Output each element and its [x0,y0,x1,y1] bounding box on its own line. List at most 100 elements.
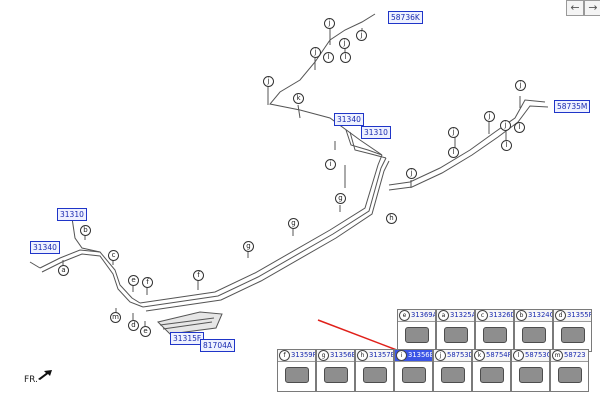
part-label-81704a[interactable]: 81704A [200,339,235,352]
pointer-arrow-line [317,319,403,353]
part-label-31310-left[interactable]: 31310 [57,208,87,221]
callout-j: j [406,168,417,179]
legend-part-number-link[interactable]: 31356B [408,351,432,359]
legend-letter-badge: b [516,310,527,321]
back-arrow-button[interactable]: ← [566,0,584,16]
callout-i: i [325,159,336,170]
legend-letter-badge: d [555,310,566,321]
callout-g: g [335,193,346,204]
callout-j: j [324,18,335,29]
callout-g: g [288,218,299,229]
callout-l: l [323,52,334,63]
legend-cell-header: l58753G [512,350,549,362]
part-label-31310-top[interactable]: 31310 [361,126,391,139]
legend-part-number-link[interactable]: 31369A [411,311,435,319]
legend-letter-badge: l [513,350,524,361]
legend-part-number-link[interactable]: 31359F [291,351,315,359]
callout-l: l [448,147,459,158]
callout-l: l [501,140,512,151]
callout-k: k [293,93,304,104]
part-thumbnail-image [284,366,309,383]
callout-l: l [514,122,525,133]
callout-j: j [448,127,459,138]
part-thumbnail-image [401,366,426,383]
legend-letter-badge: m [552,350,563,361]
callout-d: d [128,320,139,331]
legend-letter-badge: j [435,350,446,361]
callout-j: j [356,30,367,41]
legend-part-number-link[interactable]: 31355F [567,311,591,319]
callout-g: g [243,241,254,252]
callout-j: j [263,76,274,87]
part-thumbnail-image [440,366,465,383]
front-arrow-icon [38,370,52,380]
callout-m: m [110,312,121,323]
part-label-31340-left[interactable]: 31340 [30,241,60,254]
part-thumbnail-image [362,366,387,383]
legend-letter-badge: g [318,350,329,361]
part-thumbnail-image [482,326,507,343]
legend-part-number-link[interactable]: 58723 [564,351,586,359]
part-label-31315f[interactable]: 31315F [170,332,205,345]
legend-cell-header: c31326D [476,310,513,322]
part-thumbnail-image [518,366,543,383]
legend-part-number-link[interactable]: 31324C [528,311,552,319]
legend-part-number-link[interactable]: 31356E [330,351,354,359]
legend-letter-badge: c [477,310,488,321]
legend-letter-badge: k [474,350,485,361]
legend-part-number-link[interactable]: 31357B [369,351,393,359]
legend-part-number-link[interactable]: 31326D [489,311,513,319]
legend-letter-badge: a [438,310,449,321]
legend-cell-58753d[interactable]: j58753D [433,349,472,392]
callout-j: j [484,111,495,122]
part-label-58736k[interactable]: 58736K [388,11,423,24]
legend-letter-badge: i [396,350,407,361]
part-label-58735m[interactable]: 58735M [554,100,591,113]
callout-j: j [500,120,511,131]
part-thumbnail-image [557,366,582,383]
callout-b: b [80,225,91,236]
legend-cell-31326d[interactable]: c31326D [475,309,514,352]
forward-arrow-button[interactable]: → [584,0,600,16]
callout-f: f [193,270,204,281]
callout-f: f [142,277,153,288]
legend-letter-badge: e [399,310,410,321]
callout-j: j [339,38,350,49]
part-thumbnail-image [323,366,348,383]
callout-h: h [386,213,397,224]
legend-letter-badge: h [357,350,368,361]
part-thumbnail-image [521,326,546,343]
legend-cell-header: j58753D [434,350,471,362]
legend-cell-58753g[interactable]: l58753G [511,349,550,392]
front-direction-label: FR. [24,375,38,385]
legend-part-number-link[interactable]: 58753D [447,351,471,359]
callout-j: j [310,47,321,58]
callout-e: e [128,275,139,286]
part-label-31340-top[interactable]: 31340 [334,113,364,126]
part-thumbnail-image [479,366,504,383]
legend-part-number-link[interactable]: 31325A [450,311,474,319]
legend-part-number-link[interactable]: 58754F [486,351,510,359]
legend-part-number-link[interactable]: 58753G [525,351,549,359]
